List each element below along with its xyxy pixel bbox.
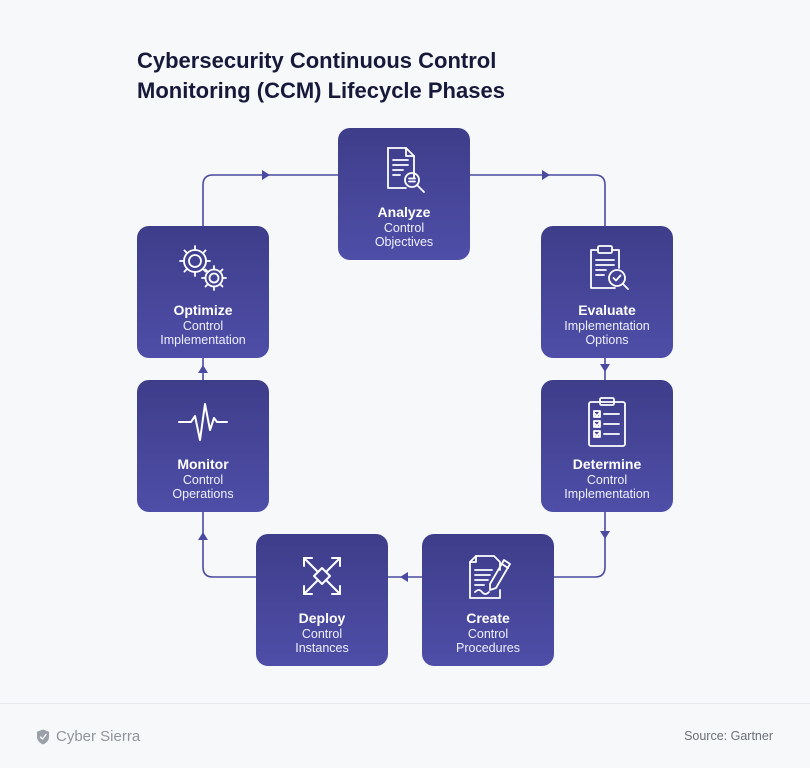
title-line-1: Cybersecurity Continuous Control — [137, 48, 497, 73]
arrowhead — [198, 532, 208, 540]
shield-icon — [37, 729, 49, 744]
connector-analyze-evaluate — [470, 174, 606, 226]
phase-desc-line-2: Implementation — [160, 332, 246, 347]
gears-icon — [177, 242, 229, 294]
expand-arrows-icon — [296, 550, 348, 602]
source-label: Source: Gartner — [684, 729, 773, 743]
cycle-connectors — [198, 170, 610, 582]
footer: Cyber Sierra Source: Gartner — [0, 703, 810, 768]
phase-desc-line-2: Options — [585, 332, 629, 347]
phase-desc-line-1: Control — [182, 318, 224, 333]
phase-desc-line-1: Control — [467, 626, 509, 641]
phase-desc-line-2: Instances — [295, 640, 349, 655]
phase-desc-line-2: Operations — [172, 486, 234, 501]
phase-desc-line-2: Objectives — [374, 234, 434, 249]
checklist-icon — [581, 396, 633, 448]
document-search-icon — [378, 144, 430, 196]
document-pen-icon — [462, 550, 514, 602]
phase-card-deploy: Deploy Control Instances — [256, 534, 388, 666]
title-line-2: Monitoring (CCM) Lifecycle Phases — [137, 78, 505, 103]
pulse-icon — [177, 396, 229, 448]
phase-card-monitor: Monitor Control Operations — [137, 380, 269, 512]
phase-name: Deploy — [298, 609, 346, 626]
brand-logo: Cyber Sierra — [36, 728, 140, 745]
connector-optimize-analyze — [202, 174, 338, 226]
phase-name: Optimize — [173, 301, 233, 318]
phase-desc-line-1: Control — [182, 472, 224, 487]
phase-name: Analyze — [377, 203, 431, 220]
phase-desc-line-1: Control — [383, 220, 425, 235]
phase-desc-line-1: Control — [586, 472, 628, 487]
phase-card-evaluate: Evaluate Implementation Options — [541, 226, 673, 358]
clipboard-check-icon — [581, 242, 633, 294]
phase-desc-line-2: Procedures — [456, 640, 520, 655]
phase-card-analyze: Analyze Control Objectives — [338, 128, 470, 260]
arrowhead — [600, 364, 610, 372]
arrowhead — [600, 531, 610, 539]
phase-name: Determine — [572, 455, 642, 472]
phase-desc-line-1: Control — [301, 626, 343, 641]
phase-name: Evaluate — [578, 301, 636, 318]
phase-card-determine: Determine Control Implementation — [541, 380, 673, 512]
phase-desc-line-2: Implementation — [564, 486, 650, 501]
arrowhead — [262, 170, 270, 180]
phase-desc-line-1: Implementation — [564, 318, 650, 333]
arrowhead — [400, 572, 408, 582]
phase-name: Monitor — [177, 455, 229, 472]
page-title: Cybersecurity Continuous Control Monitor… — [137, 46, 697, 106]
phase-name: Create — [466, 609, 510, 626]
phase-card-create: Create Control Procedures — [422, 534, 554, 666]
connector-deploy-monitor — [202, 512, 256, 578]
arrowhead — [198, 365, 208, 373]
arrowhead — [542, 170, 550, 180]
phase-card-optimize: Optimize Control Implementation — [137, 226, 269, 358]
connector-determine-create — [554, 512, 606, 578]
brand-name: Cyber Sierra — [56, 728, 141, 745]
